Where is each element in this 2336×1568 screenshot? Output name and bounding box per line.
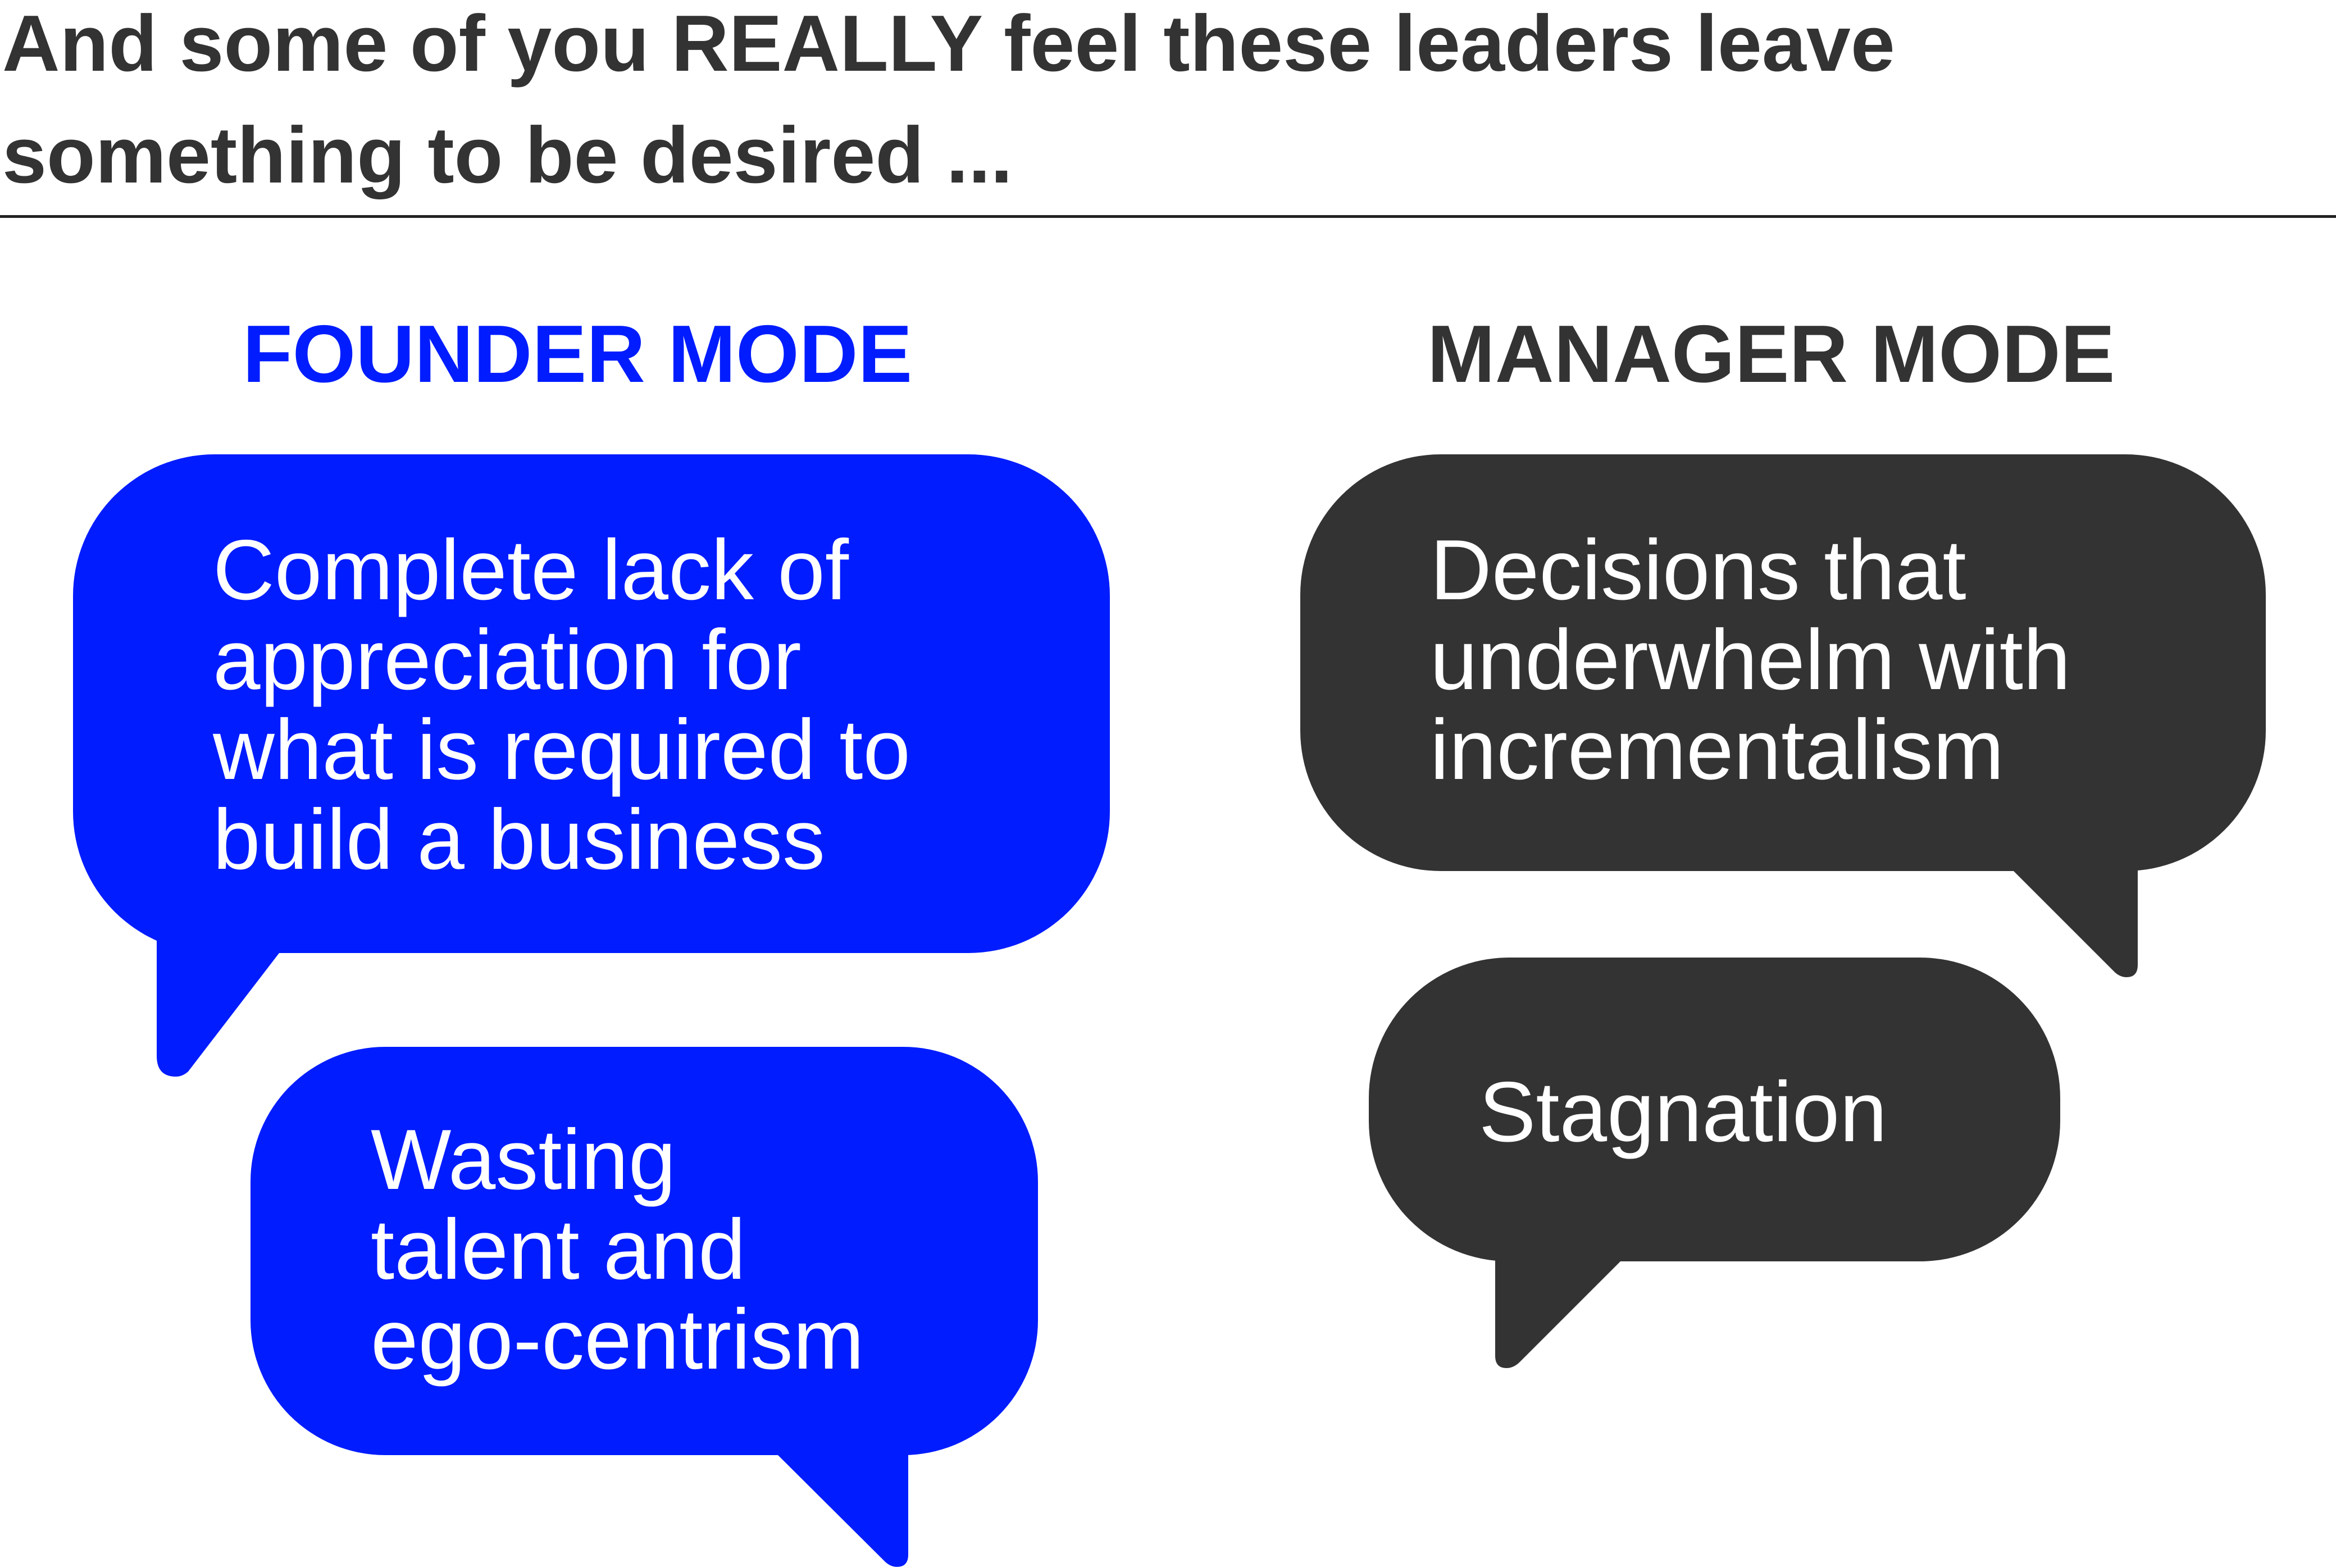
bubble-line: Decisions that xyxy=(1430,522,1966,618)
bubble-line: Complete lack of xyxy=(213,522,849,618)
bubble-line: build a business xyxy=(213,792,826,887)
manager-bubble-1-text: Decisions that underwhelm with increment… xyxy=(1430,525,2071,795)
bubble-line: appreciation for xyxy=(213,612,802,708)
founder-bubble-1-shape xyxy=(73,454,1110,1077)
bubble-line: incrementalism xyxy=(1430,702,2005,797)
bubble-line: what is required to xyxy=(213,702,910,797)
bubble-line: underwhelm with xyxy=(1430,612,2071,708)
manager-bubble-2-text: Stagnation xyxy=(1479,1067,1887,1157)
slide-title: And some of you REALLY feel these leader… xyxy=(2,0,1895,211)
title-line-1: And some of you REALLY feel these leader… xyxy=(2,0,1895,88)
bubble-line: Wasting xyxy=(371,1112,676,1207)
divider xyxy=(0,215,2336,218)
bubble-line: ego-centrism xyxy=(371,1292,864,1387)
bubble-line: talent and xyxy=(371,1202,746,1297)
founder-bubble-2-text: Wasting talent and ego-centrism xyxy=(371,1115,864,1384)
founder-bubble-2-shape xyxy=(251,1047,1038,1567)
founder-mode-heading: FOUNDER MODE xyxy=(243,308,913,399)
bubble-line: Stagnation xyxy=(1479,1064,1887,1160)
title-line-2: something to be desired ... xyxy=(2,111,1013,200)
founder-bubble-1-text: Complete lack of appreciation for what i… xyxy=(213,525,910,885)
manager-bubble-1-shape xyxy=(1300,454,2266,977)
manager-bubble-2-shape xyxy=(1369,958,2060,1368)
manager-mode-heading: MANAGER MODE xyxy=(1427,308,2115,399)
